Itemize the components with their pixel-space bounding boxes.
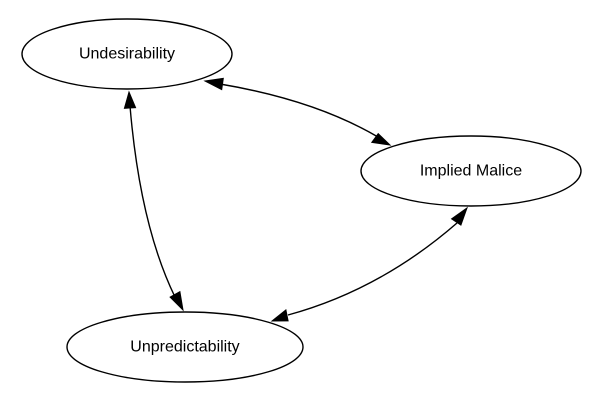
arrowhead-to-undesirability — [203, 77, 224, 91]
edge-undesirability-unpredictability — [123, 90, 184, 312]
edge-line — [219, 83, 379, 138]
edge-implied-malice-unpredictability — [270, 206, 469, 322]
node-label: Undesirability — [79, 46, 175, 63]
edge-line — [287, 222, 458, 316]
arrowhead-to-unpredictability — [169, 290, 184, 312]
arrowhead-to-unpredictability — [270, 308, 289, 322]
node-label: Implied Malice — [420, 163, 522, 180]
arrowhead-to-undesirability — [123, 90, 137, 109]
node-ellipse — [21, 18, 233, 90]
node-implied-malice: Implied Malice — [360, 135, 582, 207]
edge-line — [129, 105, 176, 298]
arrowhead-to-implied-malice — [450, 206, 469, 226]
edge-undesirability-implied-malice — [203, 77, 392, 146]
node-ellipse — [360, 135, 582, 207]
node-undesirability: Undesirability — [21, 18, 233, 90]
arrowhead-to-implied-malice — [370, 132, 392, 146]
node-unpredictability: Unpredictability — [66, 311, 304, 383]
node-label: Unpredictability — [130, 339, 239, 356]
node-ellipse — [66, 311, 304, 383]
